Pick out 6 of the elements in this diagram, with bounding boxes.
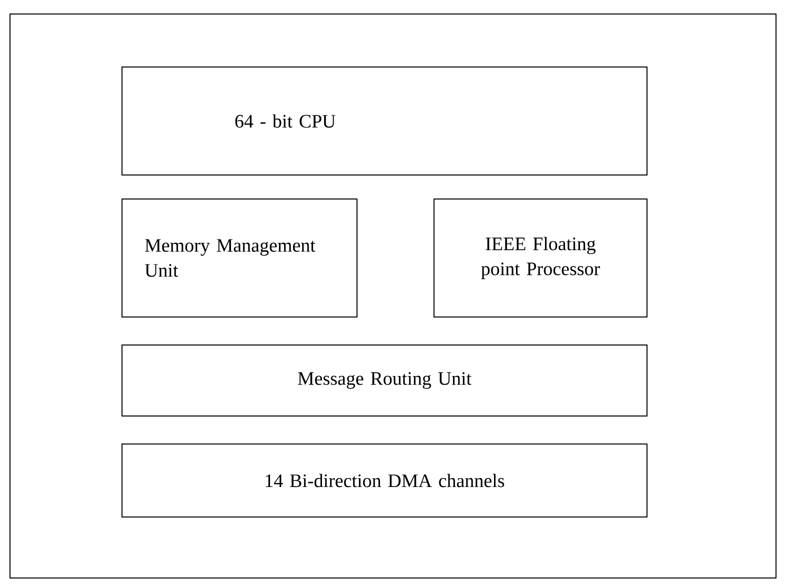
frame-box (10, 14, 776, 578)
unit-box: IEEE Floating point Processor (434, 198, 648, 318)
unit-box: 14 Bi-direction DMA channels (122, 444, 648, 518)
unit-box: 64 - bit CPU (122, 66, 648, 176)
unit-box: Message Routing Unit (122, 344, 648, 416)
unit-box: Memory Management Unit (122, 198, 358, 318)
